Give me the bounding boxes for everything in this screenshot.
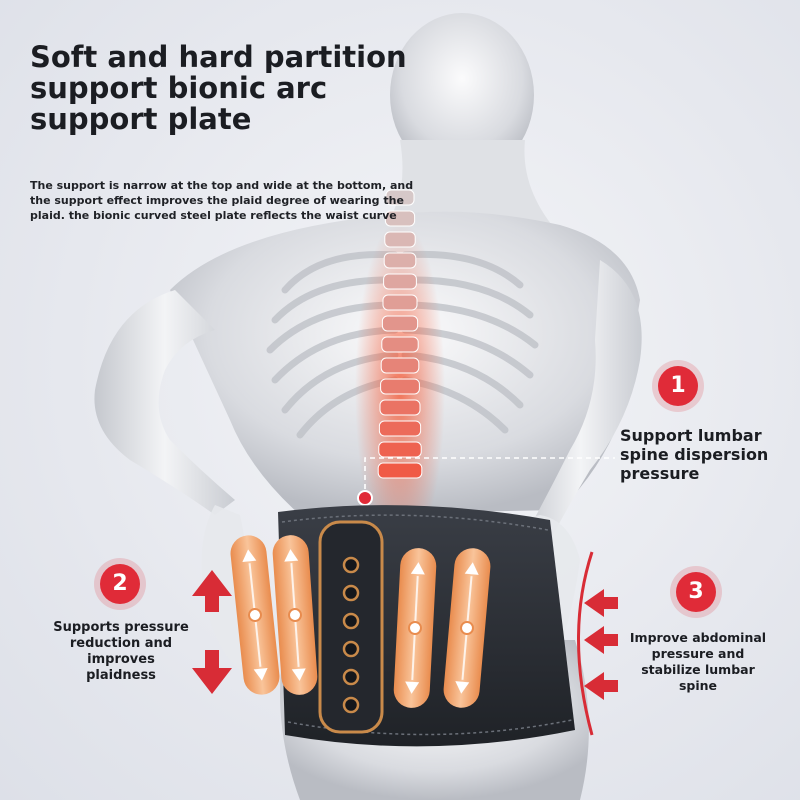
headline-line: support plate bbox=[30, 102, 252, 136]
pad-center bbox=[288, 608, 302, 622]
pad-arrow-down bbox=[405, 681, 420, 694]
pressure-pad-icon bbox=[230, 535, 280, 695]
head-shape bbox=[390, 13, 534, 177]
vertebra bbox=[384, 231, 416, 248]
vertebra bbox=[379, 399, 421, 416]
arrow-down-icon bbox=[192, 650, 232, 694]
headline: Soft and hard partition support bionic a… bbox=[30, 40, 407, 136]
callout-line: Supports pressure bbox=[53, 620, 189, 635]
callout-line: improves bbox=[87, 652, 155, 667]
vertebra bbox=[381, 315, 419, 332]
callout-2-text: Supports pressure reduction and improves… bbox=[38, 620, 204, 684]
callout-line: Improve abdominal bbox=[629, 630, 767, 645]
left-arm-shape bbox=[94, 290, 235, 515]
headline-line: Soft and hard partition bbox=[30, 40, 407, 74]
callout-line: spine dispersion bbox=[620, 445, 769, 464]
pad-arrow-up bbox=[464, 562, 479, 575]
callout-3-text: Improve abdominal pressure and stabilize… bbox=[616, 630, 780, 694]
headline-line: support bionic arc bbox=[30, 71, 328, 105]
pad-arrow-down bbox=[291, 668, 306, 681]
vertebra bbox=[383, 273, 417, 290]
neck-shape bbox=[380, 140, 560, 235]
abdominal-curve bbox=[577, 551, 594, 736]
vertebra bbox=[384, 210, 416, 227]
callout-line: plaidness bbox=[86, 668, 156, 683]
callout-line: Support lumbar bbox=[620, 426, 762, 445]
vertebra bbox=[377, 462, 423, 479]
vertebra bbox=[378, 420, 422, 437]
vertebra bbox=[378, 441, 422, 458]
vertebra bbox=[380, 357, 420, 374]
spine-vertebrae bbox=[377, 189, 423, 479]
pad-arrow-down bbox=[253, 667, 268, 681]
vertebra bbox=[385, 189, 415, 206]
description: The support is narrow at the top and wid… bbox=[30, 178, 430, 223]
callout-1-dot bbox=[357, 490, 373, 506]
arrow-up-icon bbox=[192, 570, 232, 612]
belt-bottom-stitch bbox=[287, 719, 573, 736]
callout-line: spine bbox=[678, 678, 718, 693]
plate-hole bbox=[342, 640, 360, 658]
plate-hole bbox=[342, 612, 360, 630]
vertebra bbox=[382, 294, 418, 311]
pad-arrow-up bbox=[242, 549, 257, 563]
callout-1-text: Support lumbar spine dispersion pressure bbox=[620, 426, 768, 483]
pad-center bbox=[408, 621, 422, 635]
callout-1-leader bbox=[364, 457, 615, 498]
plate-hole bbox=[342, 556, 360, 574]
callout-2-badge: 2 bbox=[100, 564, 140, 604]
pad-arrow-up bbox=[410, 562, 425, 575]
plate-hole bbox=[342, 696, 360, 714]
plate-hole bbox=[342, 584, 360, 602]
callout-3-badge: 3 bbox=[676, 572, 716, 612]
description-line: the support effect improves the plaid de… bbox=[30, 194, 404, 207]
plate-holes bbox=[342, 556, 360, 714]
callout-line: pressure and bbox=[651, 646, 745, 661]
belt-top-stitch bbox=[281, 514, 549, 531]
callout-line: pressure bbox=[620, 464, 700, 483]
arrow-left-icon bbox=[584, 589, 618, 700]
pad-arrow-down bbox=[455, 681, 470, 694]
right-arm-shape bbox=[520, 260, 642, 560]
arrow-left-shape bbox=[584, 626, 618, 654]
arrow-left-shape bbox=[584, 589, 618, 617]
arrow-left-shape bbox=[584, 672, 618, 700]
pad-arrow-up bbox=[284, 549, 299, 562]
vertebra bbox=[383, 252, 417, 269]
pressure-pad-icon bbox=[272, 535, 318, 695]
description-line: The support is narrow at the top and wid… bbox=[30, 179, 414, 192]
callout-line: reduction and bbox=[69, 636, 173, 651]
pressure-pad-icon bbox=[393, 548, 437, 708]
description-line: plaid. the bionic curved steel plate ref… bbox=[30, 209, 397, 222]
callout-line: stabilize lumbar bbox=[641, 662, 755, 677]
callout-1-badge: 1 bbox=[658, 366, 698, 406]
pressure-pads bbox=[230, 535, 491, 708]
plate-hole bbox=[342, 668, 360, 686]
pad-center bbox=[460, 621, 474, 635]
pad-center bbox=[248, 608, 262, 622]
pressure-pad-icon bbox=[443, 548, 491, 708]
vertebra bbox=[381, 336, 419, 353]
vertebra bbox=[380, 378, 420, 395]
